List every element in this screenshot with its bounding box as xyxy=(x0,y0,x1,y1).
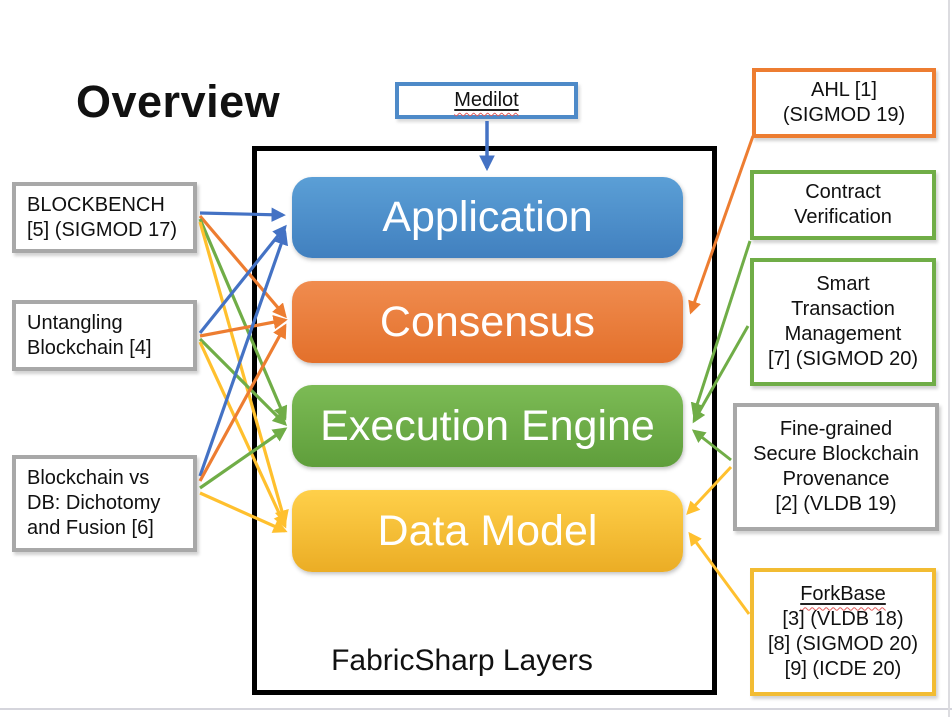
medilot-label: Medilot xyxy=(454,89,519,112)
blockchain-vs-db-box[interactable]: Blockchain vs DB: Dichotomy and Fusion [… xyxy=(12,455,197,552)
medilot-box[interactable]: Medilot xyxy=(395,82,578,119)
fine-grained-provenance-label: Fine-grained Secure Blockchain Provenanc… xyxy=(753,418,919,515)
blockbench-label: BLOCKBENCH [5] (SIGMOD 17) xyxy=(27,193,178,241)
smart-transaction-label: Smart Transaction Management [7] (SIGMOD… xyxy=(767,273,919,370)
slide-bottom-edge xyxy=(0,708,952,710)
layer-execution-engine[interactable]: Execution Engine xyxy=(292,385,683,467)
forkbase-details: [3] (VLDB 18) [8] (SIGMOD 20) [9] (ICDE … xyxy=(767,608,919,680)
fine-grained-provenance-box[interactable]: Fine-grained Secure Blockchain Provenanc… xyxy=(733,403,939,531)
contract-verification-box[interactable]: Contract Verification xyxy=(750,170,936,240)
forkbase-underline: ForkBase xyxy=(800,583,886,605)
forkbase-title: ForkBase xyxy=(800,583,886,606)
slide-right-edge xyxy=(948,0,950,717)
fabricsharp-layers-label[interactable]: FabricSharp Layers xyxy=(331,644,593,677)
layer-data-model-label: Data Model xyxy=(377,506,598,555)
blockbench-box[interactable]: BLOCKBENCH [5] (SIGMOD 17) xyxy=(12,182,197,253)
smart-transaction-box[interactable]: Smart Transaction Management [7] (SIGMOD… xyxy=(750,258,936,386)
layer-execution-engine-label: Execution Engine xyxy=(320,401,655,450)
layer-consensus-label: Consensus xyxy=(379,297,596,346)
ahl-box[interactable]: AHL [1] (SIGMOD 19) xyxy=(752,68,936,138)
medilot-underline: Medilot xyxy=(454,88,518,113)
layer-consensus[interactable]: Consensus xyxy=(292,281,683,363)
layer-application-label: Application xyxy=(382,193,593,241)
blockchain-vs-db-label: Blockchain vs DB: Dichotomy and Fusion [… xyxy=(27,467,161,539)
forkbase-text: ForkBase [3] (VLDB 18) [8] (SIGMOD 20) [… xyxy=(760,558,926,707)
ahl-label: AHL [1] (SIGMOD 19) xyxy=(782,79,906,126)
layer-data-model[interactable]: Data Model xyxy=(292,490,683,572)
untangling-blockchain-label: Untangling Blockchain [4] xyxy=(27,311,152,359)
contract-verification-label: Contract Verification xyxy=(794,181,892,228)
untangling-blockchain-box[interactable]: Untangling Blockchain [4] xyxy=(12,300,197,371)
forkbase-box[interactable]: ForkBase [3] (VLDB 18) [8] (SIGMOD 20) [… xyxy=(750,568,936,696)
layer-application[interactable]: Application xyxy=(292,177,683,258)
page-title[interactable]: Overview xyxy=(76,76,281,127)
